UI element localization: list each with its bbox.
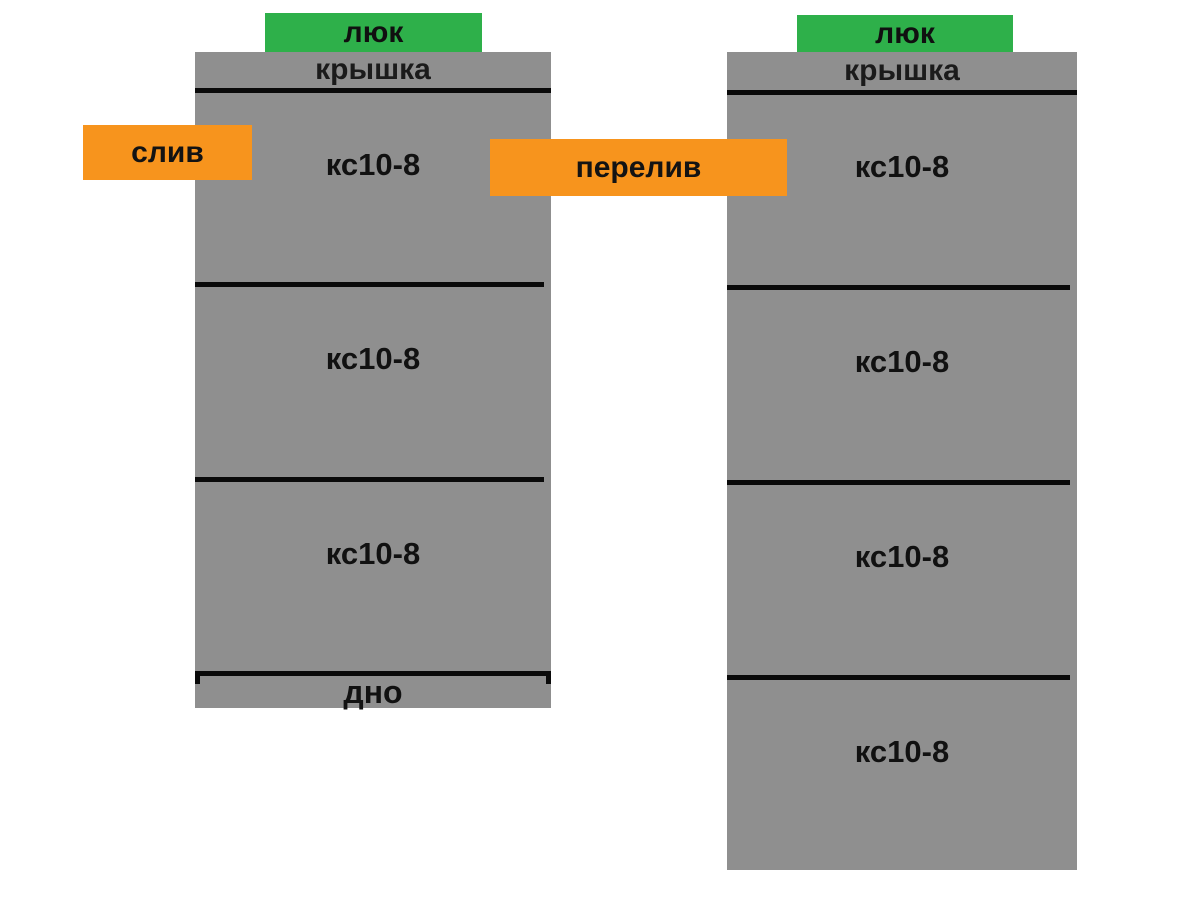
left-ring-2: кс10-8 [195, 287, 551, 476]
right-ring-divider-2 [727, 480, 1070, 485]
left-lid-section: крышка [315, 53, 431, 86]
overflow-pipe-label: перелив [490, 139, 787, 196]
left-ring-3: кс10-8 [195, 482, 551, 671]
left-bottom-line [195, 670, 551, 684]
left-ring-divider-2 [195, 476, 544, 482]
right-lid-section: крышка [844, 54, 960, 87]
bottom-line-right-tick [546, 670, 551, 684]
right-ring-1-label: кс10-8 [854, 149, 950, 185]
right-ring-4-label: кс10-8 [854, 734, 950, 770]
left-ring-3-label: кс10-8 [325, 535, 421, 571]
right-ring-divider-1 [727, 285, 1070, 290]
right-ring-2: кс10-8 [727, 290, 1077, 480]
right-hatch-block: люк [797, 15, 1013, 52]
right-ring-3: кс10-8 [727, 485, 1077, 675]
right-ring-3-label: кс10-8 [854, 539, 950, 575]
drain-pipe-label: слив [83, 125, 252, 180]
left-bottom-section: дно [343, 673, 403, 710]
left-hatch-block: люк [265, 13, 482, 52]
right-ring-1: кс10-8 [727, 95, 1077, 285]
left-lid-divider-line [195, 88, 551, 93]
left-ring-1-label: кс10-8 [325, 146, 421, 182]
bottom-line-left-tick [195, 670, 200, 684]
left-ring-divider-1 [195, 282, 544, 288]
right-ring-2-label: кс10-8 [854, 344, 950, 380]
left-ring-2-label: кс10-8 [325, 341, 421, 377]
left-ring-1: кс10-8 [195, 93, 551, 282]
right-lid-divider-line [727, 90, 1077, 95]
right-ring-4: кс10-8 [727, 680, 1077, 870]
right-ring-divider-3 [727, 675, 1070, 680]
